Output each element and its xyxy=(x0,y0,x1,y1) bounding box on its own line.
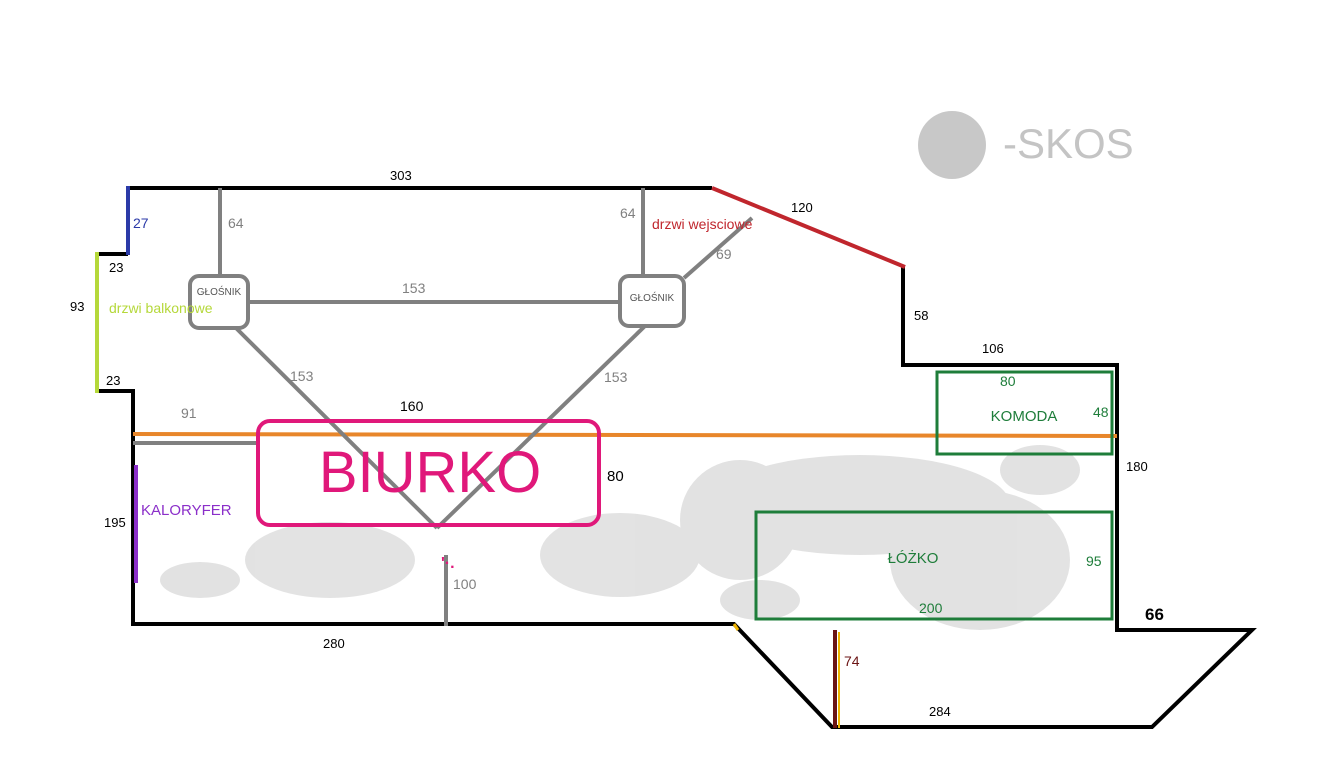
dresser xyxy=(935,370,1114,456)
walls xyxy=(97,186,1257,729)
wires xyxy=(133,188,754,626)
dim-top: 303 xyxy=(390,168,412,183)
bed xyxy=(754,510,1114,621)
dim-right-step: 58 xyxy=(914,308,928,323)
speaker-left-label: GŁOŚNIK xyxy=(197,285,242,298)
dim-radiator: 195 xyxy=(104,515,126,530)
dim-ext-depth: 74 xyxy=(844,653,860,669)
skos-area xyxy=(160,445,1080,630)
skos-legend-label: -SKOS xyxy=(1003,120,1134,167)
dim-right-top: 106 xyxy=(982,341,1004,356)
dim-entrance-slant: 120 xyxy=(791,200,813,215)
dim-left-23-top: 23 xyxy=(109,260,123,275)
entrance-door-label: drzwi wejsciowe xyxy=(652,216,753,232)
dim-right-extension: 66 xyxy=(1145,605,1164,624)
dim-wire-entrance: 69 xyxy=(716,246,732,262)
dim-wire-desk-down: 100 xyxy=(453,576,477,592)
gold-tick xyxy=(732,623,740,631)
speaker-left xyxy=(188,274,250,330)
bed-length: 200 xyxy=(919,600,943,616)
dresser-depth: 48 xyxy=(1093,404,1109,420)
dim-bottom-left: 280 xyxy=(323,636,345,651)
desk xyxy=(256,419,601,527)
speaker-right xyxy=(618,274,686,328)
dim-desk-depth: 80 xyxy=(607,468,624,485)
balcony-door-label: drzwi balkonowe xyxy=(109,300,213,316)
bed-width: 95 xyxy=(1086,553,1102,569)
desk-label: BIURKO xyxy=(319,440,541,505)
dim-wire-left-diag: 153 xyxy=(290,368,314,384)
desk-mark: '·. xyxy=(441,555,455,572)
dim-right-side: 180 xyxy=(1126,459,1148,474)
bed-label: ŁÓŻKO xyxy=(888,549,939,567)
dim-desk-width: 160 xyxy=(400,398,424,414)
dim-wire-between: 153 xyxy=(402,280,426,296)
dim-wire-left-side: 91 xyxy=(181,405,197,421)
entrance-door-line xyxy=(711,186,906,269)
speaker-right-label: GŁOŚNIK xyxy=(630,291,675,304)
radiator-label: KALORYFER xyxy=(141,502,232,519)
skos-legend-swatch xyxy=(918,111,986,179)
dim-bottom-ext: 284 xyxy=(929,704,951,719)
dim-left-23-bottom: 23 xyxy=(106,373,120,388)
dresser-label: KOMODA xyxy=(991,408,1058,425)
dim-left-balcony: 93 xyxy=(70,299,84,314)
orange-line xyxy=(132,432,1118,438)
wall-dimensions: 303 120 58 106 180 280 284 23 93 23 160 … xyxy=(70,168,1148,719)
wire-dimensions: 64 64 69 153 153 153 100 91 xyxy=(181,205,732,592)
dim-wire-right-diag: 153 xyxy=(604,369,628,385)
dim-window: 27 xyxy=(133,215,149,231)
dim-wire-left-drop: 64 xyxy=(228,215,244,231)
dim-wire-right-drop: 64 xyxy=(620,205,636,221)
dresser-width: 80 xyxy=(1000,373,1016,389)
